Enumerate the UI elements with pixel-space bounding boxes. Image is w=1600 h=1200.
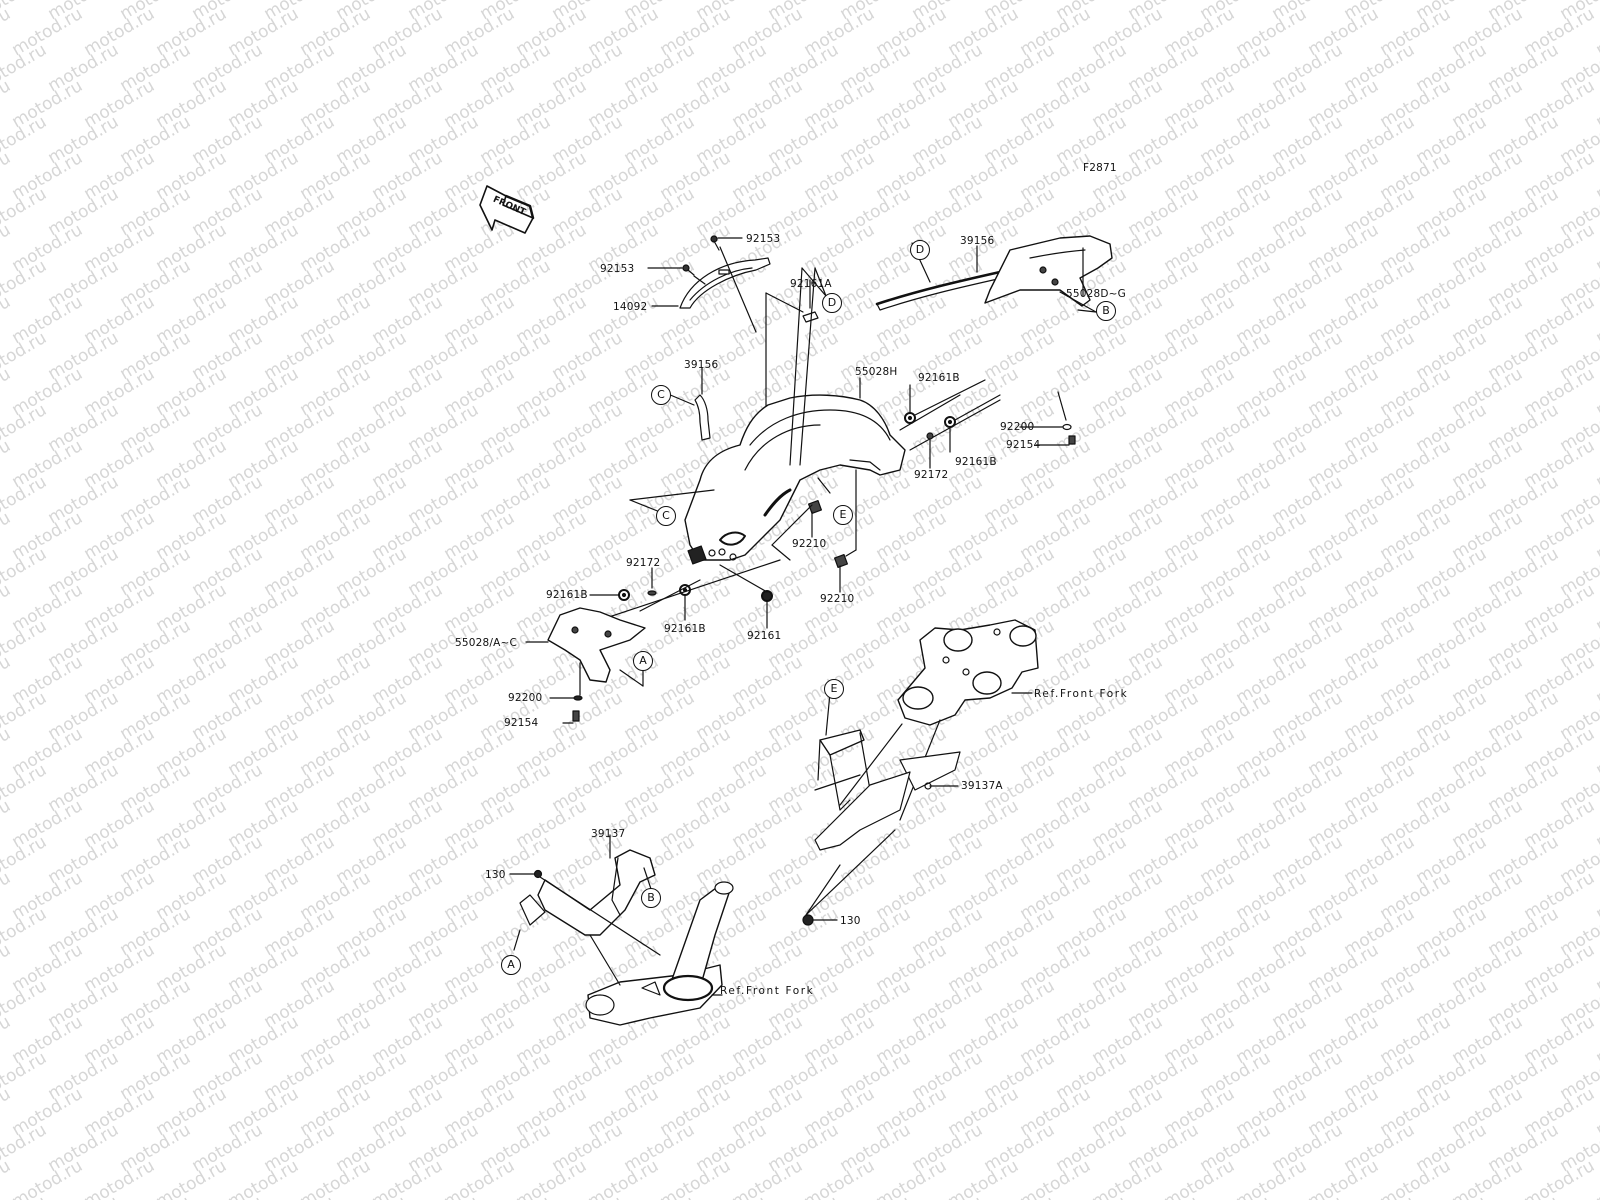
part-label-39137A: 39137A bbox=[961, 780, 1003, 792]
part-label-39156: 39156 bbox=[960, 235, 995, 247]
ref-front-fork-label: Ref.Front Fork bbox=[720, 985, 815, 997]
callout-b: B bbox=[1096, 301, 1116, 321]
part-label-92161A: 92161A bbox=[790, 278, 832, 290]
part-label-92154: 92154 bbox=[504, 717, 539, 729]
front-arrow-icon bbox=[479, 185, 535, 234]
part-92161B-grommets-right bbox=[904, 379, 1076, 469]
part-label-92153: 92153 bbox=[746, 233, 781, 245]
callout-a: A bbox=[633, 651, 653, 671]
callout-d: D bbox=[910, 240, 930, 260]
part-39137A-stay bbox=[802, 692, 961, 926]
callout-e: E bbox=[824, 679, 844, 699]
part-label-55028H: 55028H bbox=[855, 366, 898, 378]
ref-front-fork-label: Ref.Front Fork bbox=[1034, 688, 1129, 700]
part-label-92172: 92172 bbox=[626, 557, 661, 569]
part-label-92161B: 92161B bbox=[546, 589, 588, 601]
part-label-39137: 39137 bbox=[591, 828, 626, 840]
part-label-92200: 92200 bbox=[1000, 421, 1035, 433]
part-14092-cover bbox=[647, 235, 771, 333]
part-label-55028D-G: 55028D~G bbox=[1066, 288, 1127, 300]
part-39156-strip-long bbox=[875, 242, 1003, 311]
callout-d: D bbox=[822, 293, 842, 313]
part-label-92210: 92210 bbox=[820, 593, 855, 605]
callout-c: C bbox=[651, 385, 671, 405]
part-label-55028-A-C: 55028/A~C bbox=[455, 637, 518, 649]
part-label-92161B: 92161B bbox=[955, 456, 997, 468]
part-label-39156: 39156 bbox=[684, 359, 719, 371]
part-upper-triple-clamp bbox=[839, 619, 1039, 821]
callout-b: B bbox=[641, 888, 661, 908]
callout-a: A bbox=[501, 955, 521, 975]
part-label-130: 130 bbox=[485, 869, 506, 881]
part-label-92161B: 92161B bbox=[664, 623, 706, 635]
part-label-92154: 92154 bbox=[1006, 439, 1041, 451]
part-39137-stay bbox=[509, 834, 661, 956]
part-label-92200: 92200 bbox=[508, 692, 543, 704]
part-lower-triple-clamp-stem bbox=[585, 881, 734, 1026]
part-92210-grommets bbox=[771, 469, 857, 593]
part-label-92153: 92153 bbox=[600, 263, 635, 275]
part-55028D-G-side-cover bbox=[984, 235, 1113, 313]
part-label-14092: 14092 bbox=[613, 301, 648, 313]
part-label-92161B: 92161B bbox=[918, 372, 960, 384]
part-label-92210: 92210 bbox=[792, 538, 827, 550]
part-label-130: 130 bbox=[840, 915, 861, 927]
figure-id: F2871 bbox=[1083, 162, 1117, 174]
part-55028-A-C-side-cover bbox=[525, 607, 646, 724]
part-39156-strip-short bbox=[667, 367, 711, 441]
part-left-bolts bbox=[589, 559, 781, 629]
callout-e: E bbox=[833, 505, 853, 525]
part-55028H-upper-cowl bbox=[629, 267, 1001, 565]
part-label-92161: 92161 bbox=[747, 630, 782, 642]
callout-c: C bbox=[656, 506, 676, 526]
part-label-92172: 92172 bbox=[914, 469, 949, 481]
